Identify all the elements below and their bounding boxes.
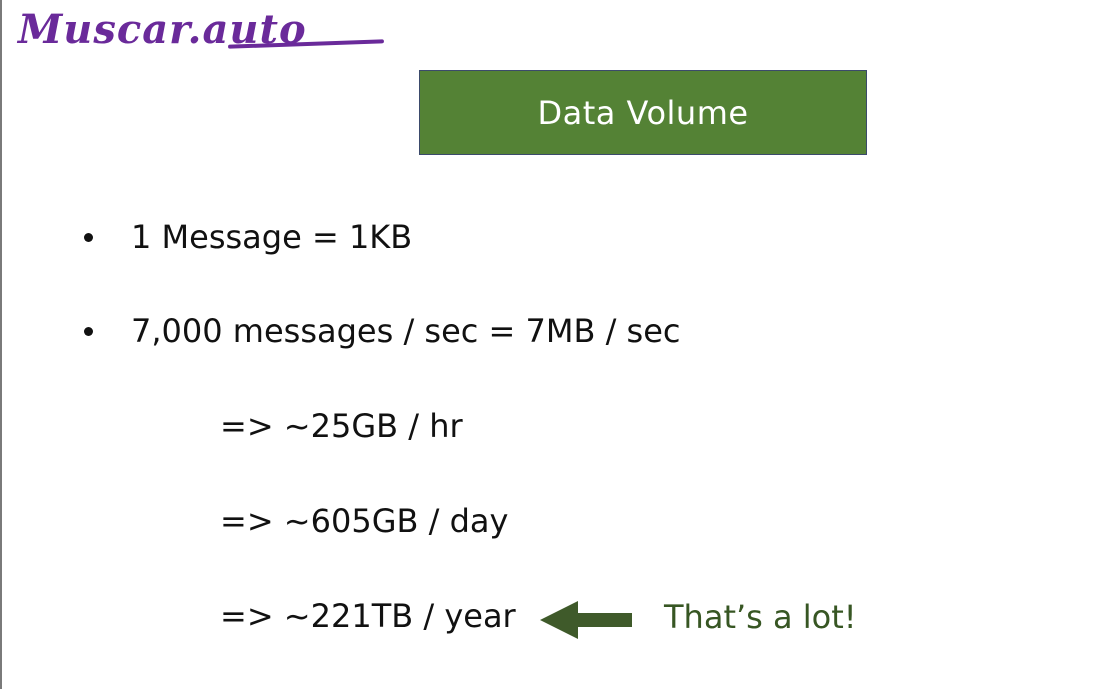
title-banner: Data Volume (419, 70, 867, 155)
derived-item-per-hour: => ~25GB / hr (220, 407, 463, 445)
bullet-dot-icon (84, 232, 93, 242)
left-arrow-icon (540, 601, 632, 639)
slide-title: Data Volume (537, 93, 749, 132)
bullet-item-message-size: 1 Message = 1KB (84, 218, 412, 256)
slide-left-border (0, 0, 2, 689)
callout-note: That’s a lot! (664, 598, 857, 636)
bullet-item-message-rate: 7,000 messages / sec = 7MB / sec (84, 312, 681, 350)
derived-item-per-day: => ~605GB / day (220, 502, 509, 540)
bullet-text: 7,000 messages / sec = 7MB / sec (131, 312, 681, 350)
bullet-text: 1 Message = 1KB (131, 218, 413, 256)
derived-item-per-year: => ~221TB / year (220, 597, 516, 635)
bullet-dot-icon (84, 326, 93, 336)
